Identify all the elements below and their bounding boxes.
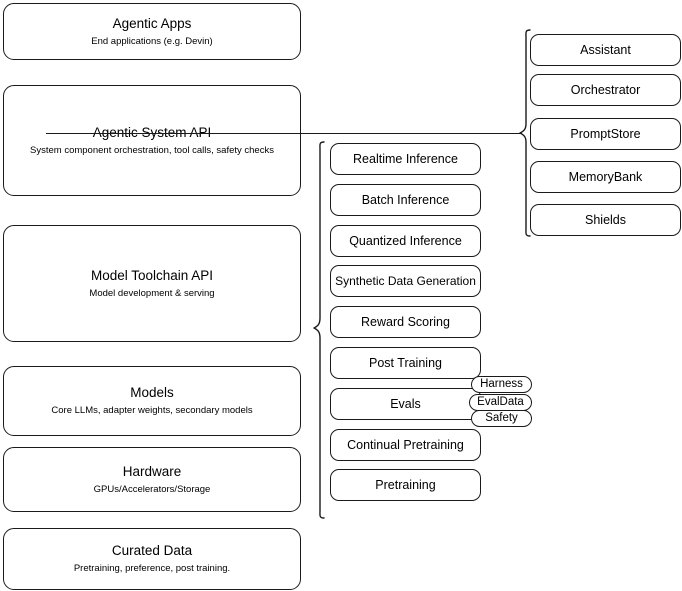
- toolchain-item-quantized-inference[interactable]: Quantized Inference: [330, 225, 481, 257]
- layer-title: Model Toolchain API: [90, 267, 214, 283]
- toolchain-item-pretraining[interactable]: Pretraining: [330, 469, 481, 501]
- pill-label: Safety: [485, 412, 518, 424]
- toolchain-item-evals[interactable]: Evals: [330, 388, 481, 420]
- layer-title: Agentic Apps: [112, 15, 192, 31]
- item-label: Assistant: [580, 42, 631, 57]
- layer-subtitle: Model development & serving: [89, 287, 215, 299]
- layer-box-agentic-apps[interactable]: Agentic Apps End applications (e.g. Devi…: [3, 3, 301, 60]
- toolchain-item-synthetic-data-generation[interactable]: Synthetic Data Generation: [330, 265, 481, 297]
- layer-box-model-toolchain-api[interactable]: Model Toolchain API Model development & …: [3, 225, 301, 342]
- brace-agentic-system-components: [519, 29, 531, 237]
- item-label: Shields: [585, 212, 626, 227]
- layer-subtitle: End applications (e.g. Devin): [91, 35, 213, 47]
- evals-pill-safety[interactable]: Safety: [471, 410, 532, 427]
- system-item-assistant[interactable]: Assistant: [530, 34, 681, 66]
- toolchain-item-continual-pretraining[interactable]: Continual Pretraining: [330, 429, 481, 461]
- item-label: Realtime Inference: [353, 151, 458, 166]
- layer-title: Curated Data: [111, 543, 193, 558]
- layer-title: Models: [130, 385, 174, 400]
- layer-subtitle: System component orchestration, tool cal…: [30, 144, 274, 156]
- evals-pill-evaldata[interactable]: EvalData: [469, 394, 532, 411]
- system-item-shields[interactable]: Shields: [530, 204, 681, 236]
- layer-box-curated-data[interactable]: Curated Data Pretraining, preference, po…: [3, 528, 301, 590]
- brace-model-toolchain: [313, 141, 325, 519]
- item-label: Quantized Inference: [349, 233, 462, 248]
- pill-label: Harness: [480, 378, 523, 390]
- layer-subtitle: Pretraining, preference, post training.: [73, 563, 231, 574]
- item-label: Post Training: [369, 355, 442, 370]
- layer-box-agentic-system-api[interactable]: Agentic System API System component orch…: [3, 85, 301, 196]
- item-label: MemoryBank: [568, 169, 643, 184]
- layer-title: Hardware: [122, 463, 182, 479]
- system-item-orchestrator[interactable]: Orchestrator: [530, 74, 681, 106]
- item-label: Batch Inference: [361, 192, 450, 207]
- layer-subtitle: GPUs/Accelerators/Storage: [93, 483, 211, 495]
- toolchain-item-realtime-inference[interactable]: Realtime Inference: [330, 143, 481, 175]
- pill-label: EvalData: [477, 396, 524, 408]
- system-item-memorybank[interactable]: MemoryBank: [530, 161, 681, 193]
- connector-system-api-to-components: [46, 133, 522, 135]
- item-label: Pretraining: [375, 477, 436, 492]
- evals-pill-harness[interactable]: Harness: [471, 376, 532, 393]
- item-label: Evals: [390, 396, 421, 411]
- layer-box-models[interactable]: Models Core LLMs, adapter weights, secon…: [3, 366, 301, 436]
- item-label: Orchestrator: [570, 82, 641, 97]
- layer-box-hardware[interactable]: Hardware GPUs/Accelerators/Storage: [3, 447, 301, 512]
- toolchain-item-batch-inference[interactable]: Batch Inference: [330, 184, 481, 216]
- toolchain-item-reward-scoring[interactable]: Reward Scoring: [330, 306, 481, 338]
- toolchain-item-post-training[interactable]: Post Training: [330, 347, 481, 379]
- item-label: Continual Pretraining: [347, 437, 464, 452]
- layer-subtitle: Core LLMs, adapter weights, secondary mo…: [51, 405, 253, 416]
- item-label: Reward Scoring: [361, 314, 450, 329]
- item-label: PromptStore: [570, 126, 641, 141]
- system-item-promptstore[interactable]: PromptStore: [530, 118, 681, 150]
- item-label: Synthetic Data Generation: [335, 273, 476, 288]
- layer-title: Agentic System API: [92, 124, 212, 140]
